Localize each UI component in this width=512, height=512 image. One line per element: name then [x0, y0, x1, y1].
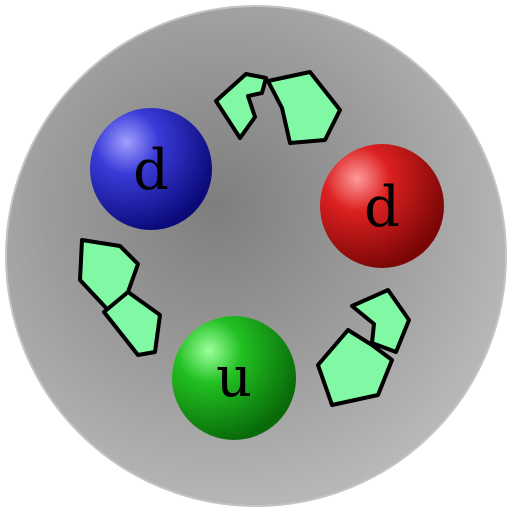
quark-label: d: [133, 138, 169, 203]
quark-label: u: [216, 345, 252, 410]
quark-ball: [90, 108, 212, 230]
gluon-arrows-top: [214, 70, 342, 145]
gluon-arrows-left: [78, 238, 162, 357]
quark-ball: [320, 144, 444, 268]
quark-d-red: d: [320, 144, 444, 268]
quark-label: d: [364, 175, 400, 240]
quark-ball: [172, 316, 296, 440]
gluon-arrow-icon: [266, 70, 342, 145]
gluon-arrow-icon: [214, 72, 268, 140]
gluon-arrow-icon: [316, 328, 394, 407]
quark-u-green: u: [172, 316, 296, 440]
gluon-arrow-icon: [102, 290, 162, 357]
gluon-arrows-right: [316, 288, 411, 407]
quark-d-blue: d: [90, 108, 212, 230]
gluon-arrow-icon: [350, 288, 411, 354]
